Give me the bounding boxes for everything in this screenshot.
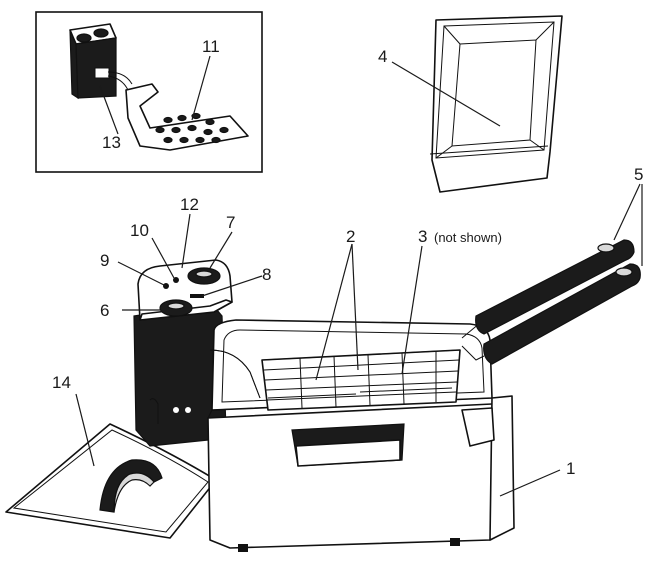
label-5: 5 — [634, 165, 643, 184]
label-7: 7 — [226, 213, 235, 232]
label-3: 3 — [418, 227, 427, 246]
inset-control-head — [69, 23, 133, 100]
label-14: 14 — [52, 373, 71, 392]
label-2: 2 — [346, 227, 355, 246]
inset-panel: 11 13 — [35, 11, 263, 173]
frying-baskets: 2 3 (not shown) — [209, 227, 502, 411]
label-12: 12 — [180, 195, 199, 214]
label-13: 13 — [102, 133, 121, 152]
label-1: 1 — [566, 459, 575, 478]
label-11: 11 — [202, 37, 220, 56]
oil-container: 4 — [378, 15, 563, 193]
label-4: 4 — [378, 47, 387, 66]
basket-handles: 5 — [461, 165, 643, 365]
lid: 14 — [5, 373, 217, 539]
inset-heating-element — [125, 83, 249, 151]
label-9: 9 — [100, 251, 109, 270]
label-10: 10 — [130, 221, 149, 240]
label-8: 8 — [262, 265, 271, 284]
label-3-note: (not shown) — [434, 230, 502, 245]
control-unit: 6 9 10 12 7 8 — [100, 195, 271, 447]
label-6: 6 — [100, 301, 109, 320]
